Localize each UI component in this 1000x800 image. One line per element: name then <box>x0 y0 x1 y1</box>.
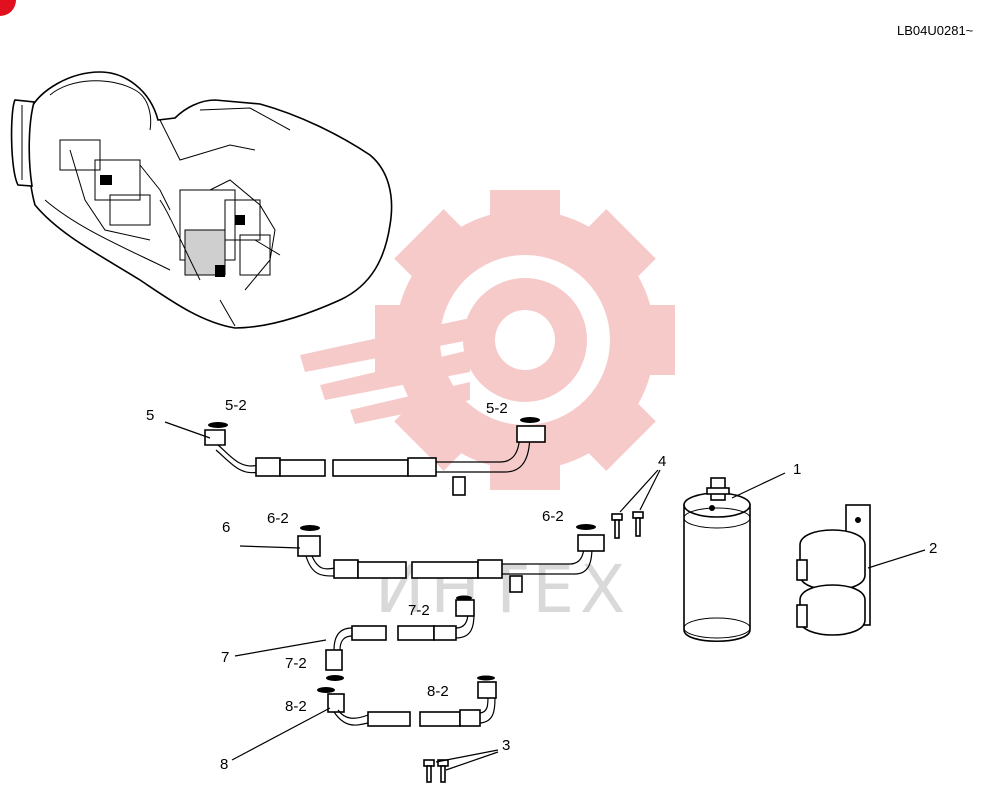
callout-2: 2 <box>929 540 937 557</box>
corner-badge <box>0 0 16 16</box>
callout-5-2-right: 5-2 <box>486 400 508 417</box>
callout-8-2-right: 8-2 <box>427 683 449 700</box>
leader-lines <box>164 421 926 771</box>
bolts-3 <box>423 759 449 783</box>
diagram-code: LB04U0281~ <box>897 23 974 38</box>
callout-5-2-left: 5-2 <box>225 397 247 414</box>
vehicle-overview-illustration <box>10 71 393 329</box>
callout-5: 5 <box>146 407 154 424</box>
callout-6-2-right: 6-2 <box>542 508 564 525</box>
hose-8 <box>317 675 497 727</box>
callout-1: 1 <box>793 461 801 478</box>
callout-6-2-left: 6-2 <box>267 510 289 527</box>
hose-5 <box>204 417 546 496</box>
watermark-gear-icon <box>300 190 675 490</box>
bracket-2 <box>796 504 871 636</box>
callout-4: 4 <box>658 453 666 470</box>
receiver-dryer-1 <box>683 477 751 643</box>
callout-8-2-left: 8-2 <box>285 698 307 715</box>
callout-8: 8 <box>220 756 228 773</box>
callout-3: 3 <box>502 737 510 754</box>
callout-7-2-top: 7-2 <box>408 602 430 619</box>
hose-7 <box>325 595 475 681</box>
hose-6 <box>297 524 605 593</box>
callout-7: 7 <box>221 649 229 666</box>
callout-7-2-bottom: 7-2 <box>285 655 307 672</box>
bolts-4 <box>611 511 644 539</box>
callout-6: 6 <box>222 519 230 536</box>
